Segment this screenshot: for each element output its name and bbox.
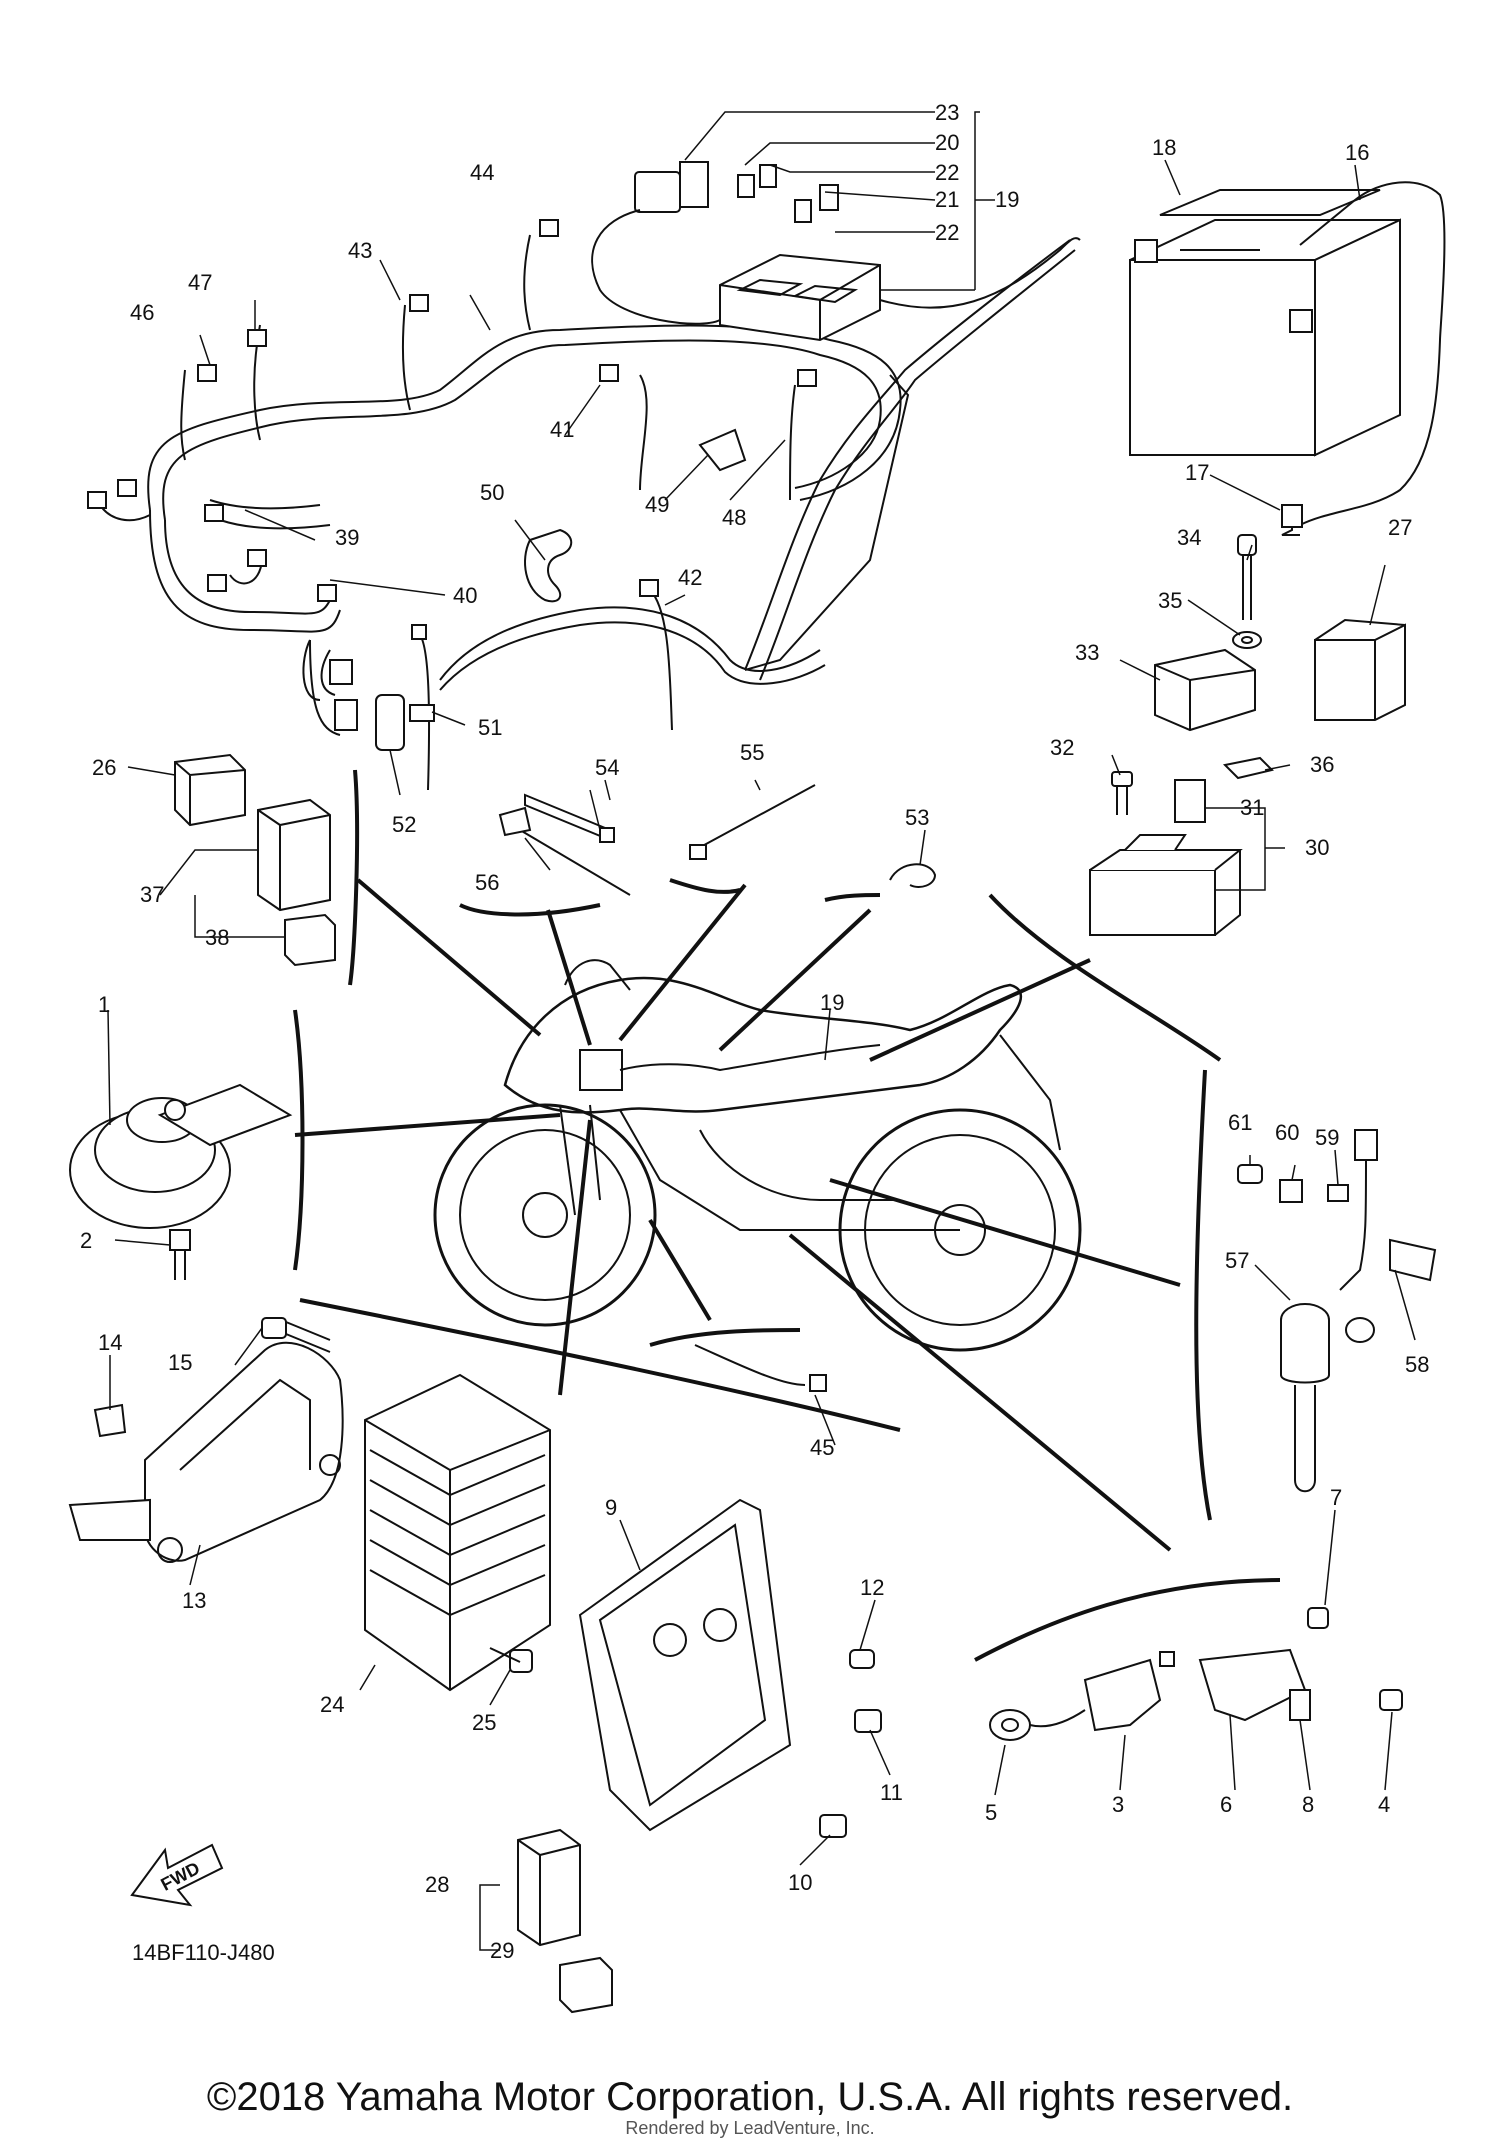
cable-ties	[498, 784, 937, 1392]
callout-53: 53	[905, 805, 929, 830]
callout-57: 57	[1225, 1248, 1249, 1273]
callout-13: 13	[182, 1588, 206, 1613]
callout-28: 28	[425, 1872, 449, 1897]
callout-34: 34	[1177, 525, 1201, 550]
copyright-notice: ©2018 Yamaha Motor Corporation, U.S.A. A…	[206, 2075, 1294, 2119]
callout-44: 44	[470, 160, 494, 185]
ecu-bracket	[578, 1498, 882, 1838]
callout-54: 54	[595, 755, 619, 780]
callout-27: 27	[1388, 515, 1412, 540]
callout-9: 9	[605, 1495, 617, 1520]
leader-lines	[293, 769, 1281, 1662]
callout-32: 32	[1050, 735, 1074, 760]
callout-38: 38	[205, 925, 229, 950]
callout-25: 25	[472, 1710, 496, 1735]
callout-leaders	[107, 111, 1416, 1951]
callout-15: 15	[168, 1350, 192, 1375]
callout-29: 29	[490, 1938, 514, 1963]
callout-24: 24	[320, 1692, 344, 1717]
callout-3: 3	[1112, 1792, 1124, 1817]
callout-35: 35	[1158, 588, 1182, 613]
callout-40: 40	[453, 583, 477, 608]
callout-61: 61	[1228, 1110, 1252, 1135]
callout-7: 7	[1330, 1485, 1342, 1510]
callout-41: 41	[550, 417, 574, 442]
callout-4: 4	[1378, 1792, 1390, 1817]
battery-assembly	[1129, 181, 1446, 536]
callout-18: 18	[1152, 135, 1176, 160]
rectifier-regulator	[364, 1373, 551, 1692]
callout-numbers: 1 2 3 4 5 6 7 8 9 10 11 12 13 14 15 16 1…	[80, 100, 1429, 1965]
callout-45: 45	[810, 1435, 834, 1460]
callout-20: 20	[935, 130, 959, 155]
ecu-unit	[517, 1828, 613, 2014]
callout-10: 10	[788, 1870, 812, 1895]
diagram-code: 14BF110-J480	[132, 1940, 275, 1965]
callout-16: 16	[1345, 140, 1369, 165]
callout-1: 1	[98, 992, 110, 1017]
callout-19: 19	[995, 187, 1019, 212]
callout-58: 58	[1405, 1352, 1429, 1377]
callout-33: 33	[1075, 640, 1099, 665]
callout-60: 60	[1275, 1120, 1299, 1145]
callout-22b: 22	[935, 220, 959, 245]
callout-50: 50	[480, 480, 504, 505]
callout-31: 31	[1240, 795, 1264, 820]
callout-2: 2	[80, 1228, 92, 1253]
callout-23: 23	[935, 100, 959, 125]
motorcycle-illustration	[433, 959, 1082, 1352]
callout-56: 56	[475, 870, 499, 895]
rectifier-bracket	[68, 1317, 344, 1563]
callout-59: 59	[1315, 1125, 1339, 1150]
callout-46: 46	[130, 300, 154, 325]
callout-47: 47	[188, 270, 212, 295]
callout-5: 5	[985, 1800, 997, 1825]
callout-22: 22	[935, 160, 959, 185]
callout-42: 42	[678, 565, 702, 590]
callout-49: 49	[645, 492, 669, 517]
callout-43: 43	[348, 238, 372, 263]
wire-harness	[87, 219, 1076, 791]
callout-48: 48	[722, 505, 746, 530]
callout-11: 11	[880, 1780, 903, 1805]
callout-12: 12	[860, 1575, 884, 1600]
callout-36: 36	[1310, 752, 1334, 777]
callout-51: 51	[478, 715, 502, 740]
callout-17: 17	[1185, 460, 1209, 485]
callout-52: 52	[392, 812, 416, 837]
sidestand-switch	[1237, 1129, 1437, 1493]
callout-30: 30	[1305, 835, 1329, 860]
callout-37: 37	[140, 882, 164, 907]
fuse-box-assembly	[591, 161, 1081, 342]
callout-21: 21	[935, 187, 959, 212]
relay-modules	[1089, 534, 1406, 936]
callout-6: 6	[1220, 1792, 1232, 1817]
fwd-arrow: FWD	[130, 1843, 224, 1907]
callout-19b: 19	[820, 990, 844, 1015]
callout-39: 39	[335, 525, 359, 550]
rendered-by-watermark: Rendered by LeadVenture, Inc.	[625, 2118, 875, 2138]
left-relay-group	[174, 753, 336, 967]
sensor-assembly	[989, 1607, 1403, 1741]
callout-26: 26	[92, 755, 116, 780]
callout-8: 8	[1302, 1792, 1314, 1817]
horn-assembly	[69, 1083, 293, 1280]
callout-14: 14	[98, 1330, 122, 1355]
callout-55: 55	[740, 740, 764, 765]
